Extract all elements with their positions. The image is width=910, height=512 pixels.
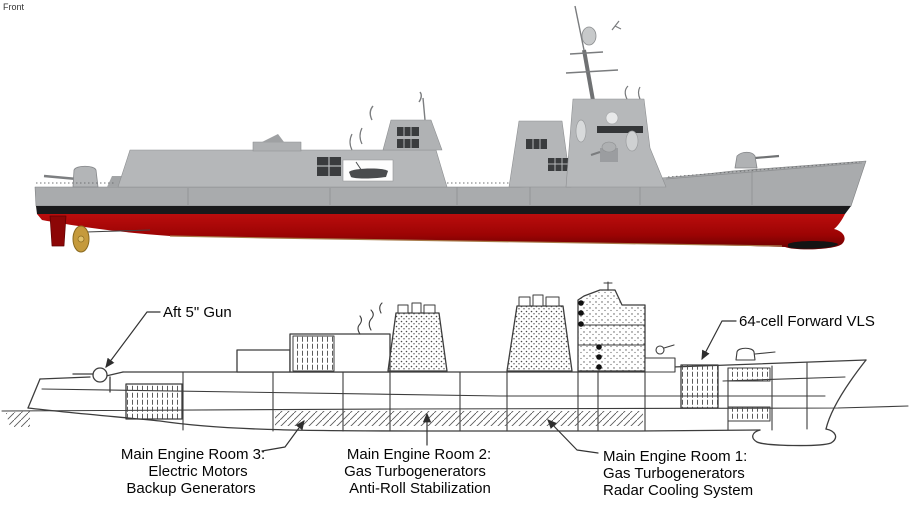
label-engine-room-1: Main Engine Room 1: Gas Turbogenerators …: [603, 448, 753, 499]
diagram-antenna-squiggles: [357, 302, 383, 335]
label-forward-vls: 64-cell Forward VLS: [739, 313, 875, 330]
rhib-boat: [349, 168, 388, 179]
stern-hatch-patch: [6, 411, 30, 427]
bow-hatch-band-lower: [727, 406, 771, 422]
svg-text:Anti-Roll Stabilization: Anti-Roll Stabilization: [349, 480, 491, 497]
aft-deckhouse: [107, 134, 448, 188]
mast-radome: [581, 26, 597, 46]
svg-text:Gas Turbogenerators: Gas Turbogenerators: [344, 463, 486, 480]
ship-render-front-view: [34, 5, 867, 253]
boot-stripe: [36, 206, 851, 214]
spy-panel-radome: [575, 119, 587, 143]
leader-aft-gun: [105, 311, 161, 368]
ship-profile-diagram: [1, 281, 909, 454]
svg-text:Radar Cooling System: Radar Cooling System: [603, 482, 753, 499]
svg-text:Backup Generators: Backup Generators: [126, 480, 255, 497]
forward-mast-structure: [506, 294, 573, 372]
leader-engine-room-1: [547, 419, 599, 454]
hull-seam-lines: [187, 170, 753, 205]
bridge-windows: [597, 126, 643, 133]
aft-upper-deckhouse: [349, 105, 443, 151]
diagram-bow-bulb: [752, 428, 837, 447]
label-engine-room-3: Main Engine Room 3: Electric Motors Back…: [121, 446, 265, 497]
diagram-bow-gun-mount: [735, 347, 776, 361]
mid-deckhouse: [508, 120, 572, 188]
svg-text:Main Engine Room 1:: Main Engine Room 1:: [603, 448, 747, 465]
leader-forward-vls: [701, 320, 737, 361]
aft-vls-block: [125, 383, 183, 420]
callout-leaders: [105, 311, 737, 454]
forward-gun-render: [734, 151, 780, 169]
svg-text:Main Engine Room 3:: Main Engine Room 3:: [121, 446, 265, 463]
svg-text:Gas Turbogenerators: Gas Turbogenerators: [603, 465, 745, 482]
diagram-aft-gun: [72, 367, 108, 383]
forecastle-deck-line: [665, 162, 863, 180]
svg-text:Electric Motors: Electric Motors: [148, 463, 247, 480]
callout-labels: Aft 5" Gun 64-cell Forward VLS Main Engi…: [121, 304, 875, 499]
aft-mast-structure: [387, 302, 448, 372]
bridge-superstructure: [565, 85, 667, 188]
sonar-dome: [788, 241, 838, 249]
aft-gun-render: [43, 165, 99, 188]
diagram-forward-gun: [644, 344, 676, 373]
svg-text:Main Engine Room 2:: Main Engine Room 2:: [347, 446, 491, 463]
deck-railings: [36, 161, 861, 184]
leader-engine-room-3: [261, 420, 305, 452]
propeller: [72, 225, 151, 253]
aft-step-deckhouse: [236, 349, 291, 373]
view-orientation-label: Front: [3, 2, 25, 12]
rudder: [49, 215, 67, 247]
ciws-mount: [600, 148, 618, 162]
label-engine-room-2: Main Engine Room 2: Gas Turbogenerators …: [344, 446, 491, 497]
forward-vls-block: [680, 364, 719, 409]
aft-antenna-pole: [418, 91, 426, 121]
diagram-waterline: [1, 405, 909, 412]
hull-red-bottom: [37, 214, 845, 250]
diagram-bridge-block: [577, 281, 646, 372]
engine-room-hatch-strip: [275, 411, 643, 426]
bow-hatch-band-upper: [727, 367, 771, 382]
keel-highlight-line: [169, 235, 783, 247]
label-aft-gun: Aft 5" Gun: [163, 304, 232, 321]
